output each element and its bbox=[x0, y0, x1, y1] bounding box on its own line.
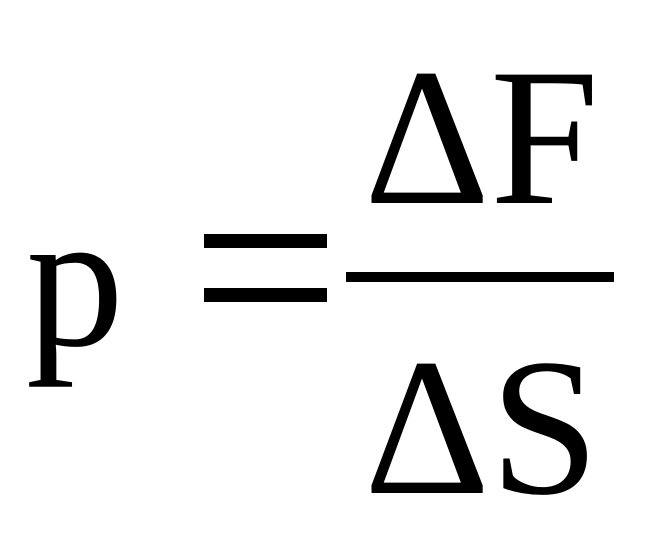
equals-sign-top-bar bbox=[204, 234, 327, 248]
fraction-numerator: ΔF bbox=[364, 29, 600, 246]
fraction-bar bbox=[346, 272, 614, 282]
pressure-symbol: p bbox=[26, 171, 124, 388]
fraction-denominator: ΔS bbox=[364, 319, 600, 536]
equals-sign-bottom-bar bbox=[204, 288, 327, 302]
